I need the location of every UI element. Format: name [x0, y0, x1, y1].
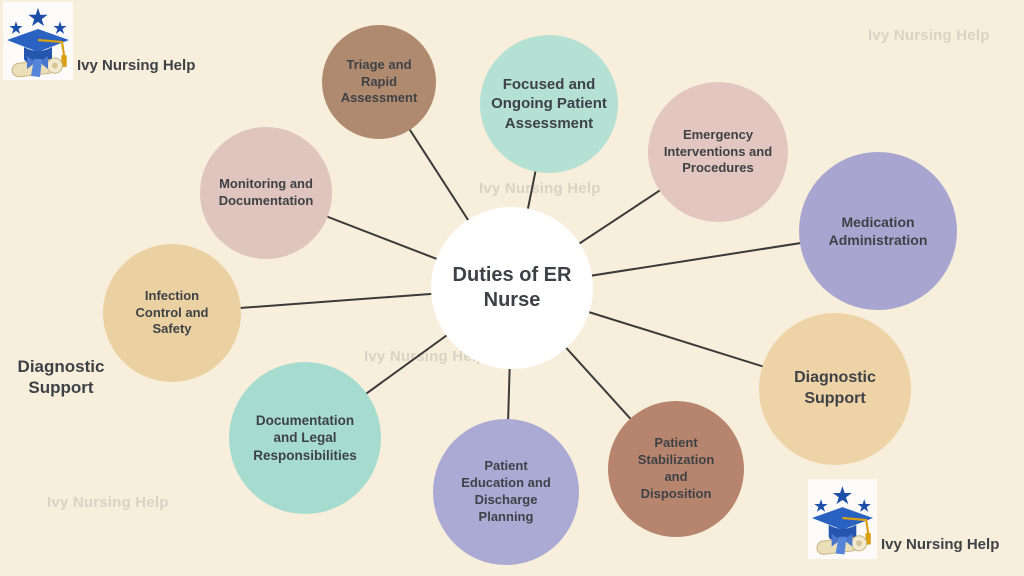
node-label: Patient Education and Discharge Planning	[461, 458, 551, 524]
brand-name: Ivy Nursing Help	[881, 536, 1000, 553]
watermark-text: Ivy Nursing Help	[364, 348, 486, 365]
node-diagnostic-support: Diagnostic Support	[759, 313, 911, 465]
node-monitoring: Monitoring and Documentation	[200, 127, 332, 259]
watermark-text: Ivy Nursing Help	[479, 180, 601, 197]
node-education: Patient Education and Discharge Planning	[433, 419, 579, 565]
watermark-text: Ivy Nursing Help	[868, 27, 990, 44]
graduation-cap-logo-icon	[3, 2, 73, 80]
node-focused: Focused and Ongoing Patient Assessment	[480, 35, 618, 173]
brand-top-left: Ivy Nursing Help	[3, 2, 195, 80]
node-triage: Triage and Rapid Assessment	[322, 25, 436, 139]
center-node-label: Duties of ER Nurse	[452, 264, 572, 311]
node-label: Diagnostic Support	[794, 369, 876, 407]
brand-name: Ivy Nursing Help	[77, 57, 196, 74]
node-infection: Infection Control and Safety	[103, 244, 241, 382]
stray-label-diagnostic-support: Diagnostic Support	[17, 357, 105, 398]
node-documentation: Documentation and Legal Responsibilities	[229, 362, 381, 514]
node-label: Patient Stabilization and Disposition	[637, 435, 715, 501]
center-node: Duties of ER Nurse	[431, 207, 593, 369]
node-label: Monitoring and Documentation	[218, 176, 314, 208]
node-label: Documentation and Legal Responsibilities	[253, 412, 357, 463]
brand-bottom-right: Ivy Nursing Help	[808, 479, 999, 559]
node-emergency: Emergency Interventions and Procedures	[648, 82, 788, 222]
watermark-text: Ivy Nursing Help	[47, 494, 169, 511]
graduation-cap-logo-icon	[808, 479, 877, 559]
node-label: Triage and Rapid Assessment	[340, 56, 418, 106]
node-stabilization: Patient Stabilization and Disposition	[608, 401, 744, 537]
node-label: Emergency Interventions and Procedures	[663, 126, 773, 176]
node-label: Medication Administration	[828, 213, 928, 248]
node-medication: Medication Administration	[799, 152, 957, 310]
node-label: Focused and Ongoing Patient Assessment	[491, 75, 607, 132]
node-label: Infection Control and Safety	[135, 287, 209, 337]
